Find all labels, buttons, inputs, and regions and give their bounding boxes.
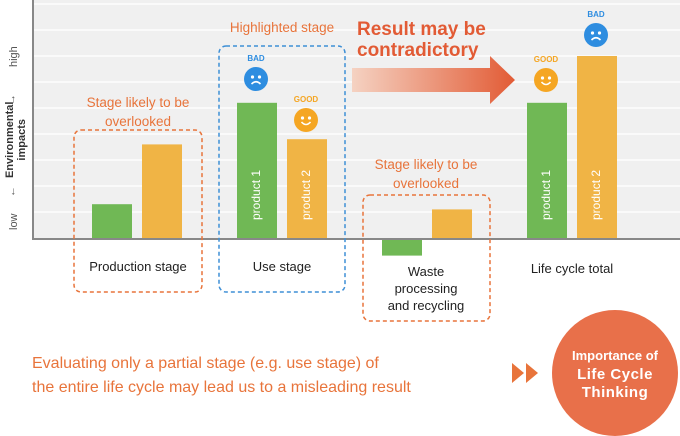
bar-product2-life-cycle-total xyxy=(577,56,617,238)
result-note-line2: contradictory xyxy=(357,40,479,61)
bar-label-total-product1: product 1 xyxy=(539,169,553,220)
overlooked-note-left: Stage likely to be overlooked xyxy=(68,93,208,131)
y-axis-title-line1: Environmental xyxy=(4,101,16,178)
y-axis-title-line2: impacts xyxy=(16,119,28,161)
bad-label-use: BAD xyxy=(247,54,265,63)
good-label-use: GOOD xyxy=(293,95,319,104)
result-note-line1: Result may be xyxy=(357,19,486,40)
conclusion-line1: Importance of xyxy=(572,348,658,363)
double-arrow-icon-part2 xyxy=(526,363,538,383)
result-arrow xyxy=(352,56,515,104)
y-axis-low-label: low xyxy=(8,213,20,230)
y-axis-title: Environmental impacts xyxy=(4,102,28,178)
good-label-total: GOOD xyxy=(533,55,559,64)
bar-label-use-product2: product 2 xyxy=(299,169,313,220)
smile-face-icon xyxy=(534,68,558,92)
bar-label-total-product2: product 2 xyxy=(589,169,603,220)
category-label-total: Life cycle total xyxy=(530,261,614,276)
bar-product1-waste-processing-and-recycling xyxy=(382,240,422,256)
sad-face-icon xyxy=(244,67,268,91)
smile-face-icon xyxy=(294,108,318,132)
bad-label-total: BAD xyxy=(587,10,605,19)
double-arrow-icon-part1 xyxy=(512,363,524,383)
bar-product2-waste-processing-and-recycling xyxy=(432,209,472,238)
plot-background xyxy=(33,0,680,238)
overlooked-box-waste xyxy=(362,194,491,322)
overlooked-note-left-line2: overlooked xyxy=(104,114,172,129)
highlighted-note: Highlighted stage xyxy=(229,20,335,35)
bar-label-use-product1: product 1 xyxy=(249,169,263,220)
conclusion-line3: Thinking xyxy=(581,384,649,401)
footer-line2: the entire life cycle may lead us to a m… xyxy=(32,379,411,396)
bar-product1-use-stage xyxy=(237,102,277,238)
conclusion-circle: Importance of Life Cycle Thinking xyxy=(552,310,678,436)
y-axis-arrow-down: ← xyxy=(6,186,18,197)
bar-product1-life-cycle-total xyxy=(527,102,567,238)
overlooked-note-mid-line2: overlooked xyxy=(392,176,460,191)
y-axis-high-label: high xyxy=(8,46,20,67)
footer-text: Evaluating only a partial stage (e.g. us… xyxy=(32,352,411,400)
result-note: Result may be contradictory xyxy=(357,19,486,61)
bars-group xyxy=(92,56,617,256)
sad-face-icon xyxy=(584,23,608,47)
category-label-use: Use stage xyxy=(252,259,312,274)
bar-product1-production-stage xyxy=(92,204,132,238)
overlooked-note-mid: Stage likely to be overlooked xyxy=(356,155,496,193)
category-label-production: Production stage xyxy=(89,259,187,274)
bar-product2-production-stage xyxy=(142,144,182,238)
footer-line1: Evaluating only a partial stage (e.g. us… xyxy=(32,355,379,372)
bar-product2-use-stage xyxy=(287,139,327,238)
conclusion-line2: Life Cycle xyxy=(577,366,653,383)
overlooked-note-mid-line1: Stage likely to be xyxy=(374,157,478,172)
highlighted-box-use xyxy=(218,45,346,293)
overlooked-note-left-line1: Stage likely to be xyxy=(86,95,190,110)
overlooked-box-production xyxy=(73,129,203,293)
